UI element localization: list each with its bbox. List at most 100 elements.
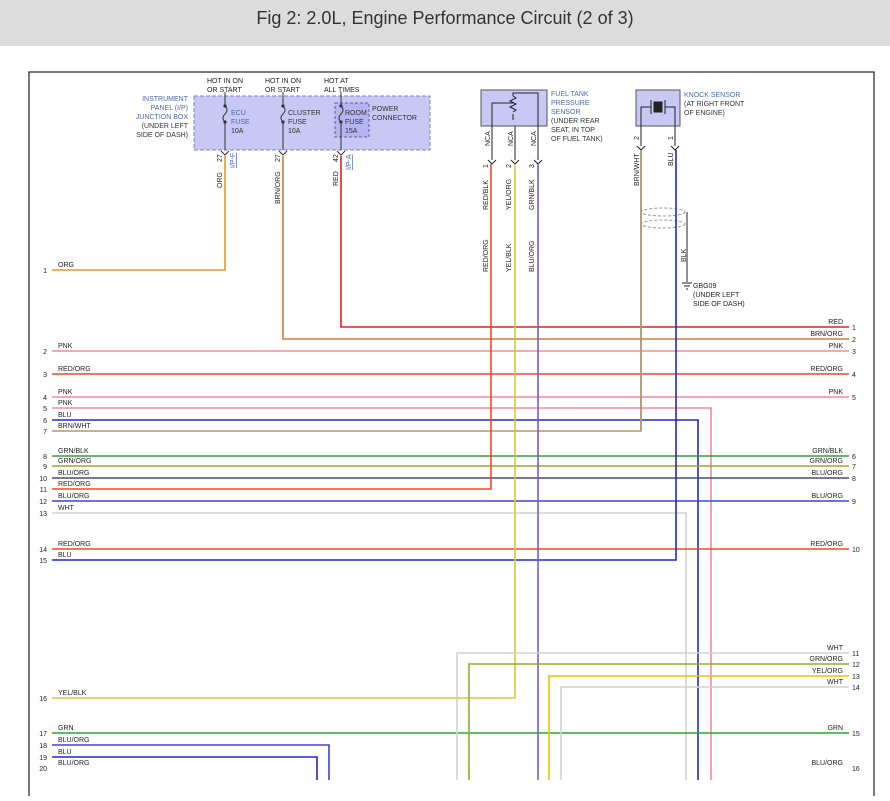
- wire-org: [52, 156, 226, 271]
- right-wire-label: BRN/ORG: [810, 331, 843, 338]
- shield-wire-label: BLK: [681, 248, 688, 262]
- wire-blu-org: [52, 744, 330, 780]
- left-row-number: 17: [39, 731, 47, 738]
- right-wire-label: WHT: [827, 679, 844, 686]
- knock-sensor-box: [635, 89, 681, 127]
- wire-red-org: [52, 164, 492, 490]
- shield-ellipse: [640, 219, 686, 229]
- fuel-pin-number: 3: [529, 164, 536, 168]
- jb-connector-id: I/P-F: [230, 153, 237, 168]
- right-row-number: 4: [852, 372, 856, 379]
- wire-blu: [52, 419, 699, 780]
- power-connector-label: CONNECTOR: [372, 115, 417, 122]
- knock-label-line: KNOCK SENSOR: [684, 92, 740, 99]
- jb-pin-number: 27: [217, 154, 224, 162]
- fuse-name: FUSE: [231, 119, 250, 126]
- fuse-hot-label: OR START: [265, 87, 300, 94]
- wire-wht: [456, 652, 849, 780]
- left-row-number: 10: [39, 476, 47, 483]
- right-wire-label: GRN/ORG: [810, 656, 843, 663]
- right-wire-label: GRN: [827, 725, 843, 732]
- fuse-hot-label: HOT IN ON: [207, 78, 243, 85]
- left-row-number: 15: [39, 558, 47, 565]
- right-wire-label: WHT: [827, 645, 844, 652]
- right-wire-label: RED: [828, 319, 843, 326]
- fuse-dots: [223, 104, 343, 124]
- power-connector-label: POWER: [372, 106, 398, 113]
- wire-wht: [52, 512, 687, 780]
- knock-wiring: [665, 106, 676, 126]
- left-row-number: 7: [43, 429, 47, 436]
- fuse-hot-label: HOT IN ON: [265, 78, 301, 85]
- piezo-crystal-icon: [653, 101, 663, 113]
- right-wire-label: RED/ORG: [810, 366, 843, 373]
- jb-connector-chevrons: [220, 150, 346, 156]
- fuel-wire-top-label: GRN/BLK: [529, 179, 536, 210]
- fuse-hot-labels: HOT IN ON OR START HOT IN ON OR START HO…: [207, 78, 360, 94]
- knock-pins: 2 1 BRN/WHT BLU BLK GBG09 (UNDER LEFT SI…: [634, 136, 745, 308]
- fuse-dot: [281, 104, 285, 108]
- fuel-pin-number: 2: [506, 164, 513, 168]
- ground-location: (UNDER LEFT: [693, 292, 740, 299]
- connector-chevron-icon: [636, 145, 646, 151]
- left-row-number: 4: [43, 395, 47, 402]
- jb-label-line: SIDE OF DASH): [136, 132, 188, 139]
- fuel-tank-pressure-sensor-box: [480, 89, 548, 127]
- left-row-number: 20: [39, 766, 47, 773]
- left-wire-label: BRN/WHT: [58, 423, 91, 430]
- right-row-number: 5: [852, 395, 856, 402]
- left-wire-label: RED/ORG: [58, 366, 91, 373]
- right-row-number: 15: [852, 731, 860, 738]
- left-wire-label: GRN/ORG: [58, 458, 91, 465]
- left-row-number: 11: [40, 487, 47, 494]
- fuel-wire-bottom-label: YEL/BLK: [506, 243, 513, 272]
- left-wire-label: GRN/BLK: [58, 448, 89, 455]
- fuel-wire-bottom-label: BLU/ORG: [529, 240, 536, 272]
- right-row-number: 1: [852, 325, 856, 332]
- left-row-number: 1: [43, 268, 47, 275]
- left-wire-label: BLU: [58, 552, 72, 559]
- junction-box-panel: [193, 95, 431, 151]
- left-row-number: 14: [39, 547, 47, 554]
- connector-chevron-icon: [487, 159, 497, 165]
- left-row-number: 3: [43, 372, 47, 379]
- diagram-frame: [28, 71, 875, 801]
- left-wire-label: BLU/ORG: [58, 737, 90, 744]
- ground-location: SIDE OF DASH): [693, 301, 745, 308]
- wires-layer: [52, 150, 849, 780]
- left-wire-label: PNK: [58, 389, 73, 396]
- right-wire-label: PNK: [829, 389, 844, 396]
- shield-ellipse: [640, 207, 686, 217]
- fuel-sensor-pins: NCA NCA NCA 1 2 3 RED/BLK YEL/ORG GRN/BL…: [483, 131, 538, 272]
- left-wire-label: BLU/ORG: [58, 760, 90, 767]
- left-wire-label: BLU: [58, 749, 72, 756]
- right-row-labels: 1RED2BRN/ORG3PNK4RED/ORG5PNK6GRN/BLK7GRN…: [810, 319, 860, 773]
- wire-yel-org: [548, 675, 849, 780]
- fuel-sensor-label-line: SENSOR: [551, 109, 581, 116]
- left-wire-label: RED/ORG: [58, 481, 91, 488]
- left-row-number: 2: [43, 349, 47, 356]
- connector-chevron-icon: [510, 159, 520, 165]
- fuse-name: 10A: [231, 128, 244, 135]
- fuse-dot: [339, 104, 343, 108]
- fuel-sensor-label-line: (UNDER REAR: [551, 118, 600, 125]
- ground-symbol: [682, 212, 692, 290]
- right-row-number: 13: [852, 674, 860, 681]
- jb-label-line: INSTRUMENT: [142, 96, 189, 103]
- right-row-number: 8: [852, 476, 856, 483]
- figure-title: Fig 2: 2.0L, Engine Performance Circuit …: [256, 8, 634, 28]
- left-wire-label: ORG: [58, 262, 74, 269]
- wire-brn-wht: [52, 150, 642, 432]
- fuse-name: ECU: [231, 110, 246, 117]
- connector-chevron-icon: [336, 150, 346, 156]
- knock-pin-number: 2: [634, 136, 641, 140]
- fuel-wire-top-label: YEL/ORG: [506, 179, 513, 210]
- fuel-pin-number: 1: [483, 164, 490, 168]
- fuse-name: 15A: [345, 128, 358, 135]
- knock-label-line: OF ENGINE): [684, 110, 725, 117]
- left-row-number: 18: [39, 743, 47, 750]
- wire-red: [340, 156, 849, 328]
- fuel-sensor-label-line: PRESSURE: [551, 100, 590, 107]
- left-wire-label: BLU: [58, 412, 72, 419]
- right-wire-label: PNK: [829, 343, 844, 350]
